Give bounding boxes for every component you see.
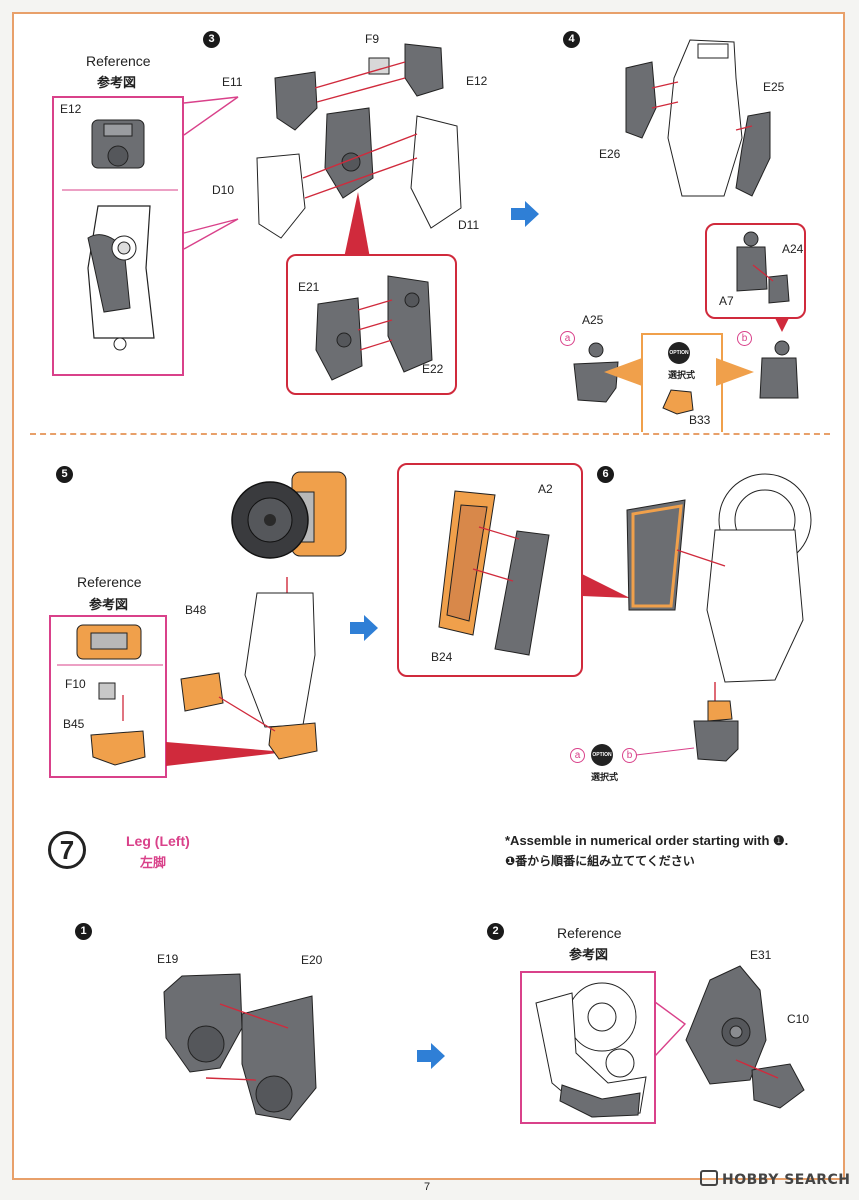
step-5-reference-pointer xyxy=(166,742,286,766)
page-number: 7 xyxy=(424,1181,431,1193)
step-4-hand-b-illustration xyxy=(759,340,799,399)
part-label-b33: B33 xyxy=(689,413,711,427)
part-label-e22: E22 xyxy=(422,362,444,376)
watermark-text: HOBBY SEARCH xyxy=(722,1172,851,1188)
part-label-a7: A7 xyxy=(719,294,734,308)
step-5-number: 5 xyxy=(56,466,73,483)
part-label-e25: E25 xyxy=(763,80,785,94)
part-label-e21: E21 xyxy=(298,280,320,294)
step-5-reference-box: F10 B45 xyxy=(49,615,167,778)
part-label-e11: E11 xyxy=(222,75,243,89)
step-4-assembly-illustration xyxy=(625,39,771,197)
leg-step-2-illustration xyxy=(685,965,805,1109)
step-3-detail-pointer xyxy=(344,192,370,258)
watermark: HOBBY SEARCH xyxy=(700,1170,850,1188)
part-label-d11: D11 xyxy=(458,218,480,232)
step-6-option-a-badge: a xyxy=(570,748,585,763)
part-label-d10: D10 xyxy=(212,183,235,197)
step-6-option-leader-line xyxy=(635,747,695,756)
leg-step-1-number: 1 xyxy=(75,923,92,940)
step-6-assembly-illustration xyxy=(626,473,812,702)
leg-step-2-reference-illustration xyxy=(535,982,647,1118)
part-label-e31: E31 xyxy=(750,948,772,962)
watermark-logo-icon xyxy=(700,1170,718,1186)
step-5-wheel-illustration xyxy=(231,471,347,559)
leg-step-1-to-2-arrow-icon xyxy=(417,1043,445,1069)
step-5-reference-illustration xyxy=(57,624,163,766)
assembly-order-note: *Assemble in numerical order starting wi… xyxy=(505,833,789,848)
step-5-body-illustration xyxy=(180,577,318,760)
step-6-option-badge-icon: OPTION xyxy=(591,744,613,766)
part-label-f9: F9 xyxy=(365,32,380,46)
part-b33-illustration xyxy=(662,389,694,415)
part-label-e12: E12 xyxy=(466,74,488,88)
step-3-assembly-illustration xyxy=(256,43,462,239)
leg-step-2-reference-title: Reference xyxy=(557,925,622,941)
step-4-detail-pointer xyxy=(775,318,789,332)
step-5-reference-title: Reference xyxy=(77,574,142,590)
part-label-b48: B48 xyxy=(185,603,207,617)
step-3-reference-subtitle: 参考図 xyxy=(97,76,137,91)
step-4-option-bracket xyxy=(641,333,723,432)
part-label-e20: E20 xyxy=(301,953,323,967)
part-label-a24: A24 xyxy=(782,242,804,256)
step-4-option-arrows xyxy=(604,358,754,386)
section-7-subtitle: 左脚 xyxy=(140,856,167,871)
step-3-detail-box: E21 E22 xyxy=(286,254,457,395)
step-6-hand-illustration xyxy=(693,700,739,762)
part-label-e26: E26 xyxy=(599,147,621,161)
step-6-detail-pointer xyxy=(582,574,630,598)
step-6-detail-box: A2 B24 xyxy=(397,463,583,677)
step-5-reference-subtitle: 参考図 xyxy=(89,598,129,613)
option-select-label: 選択式 xyxy=(668,371,696,381)
section-7-number: 7 xyxy=(48,831,86,869)
step-6-number: 6 xyxy=(597,466,614,483)
part-label-e12-ref: E12 xyxy=(60,102,82,116)
step-6-detail-illustration xyxy=(438,490,550,656)
step-3-reference-illustration xyxy=(62,119,178,351)
part-label-c10: C10 xyxy=(787,1012,810,1026)
option-b-badge: b xyxy=(737,331,752,346)
leg-step-2-number: 2 xyxy=(487,923,504,940)
step-5-to-6-arrow-icon xyxy=(350,615,378,641)
part-label-f10: F10 xyxy=(65,677,86,691)
step-6-option-select-label: 選択式 xyxy=(591,773,619,783)
section-divider xyxy=(30,433,830,435)
assembly-order-note-jp: ❶番から順番に組み立ててください xyxy=(505,854,695,868)
step-4-number: 4 xyxy=(563,31,580,48)
step-6-option-b-badge: b xyxy=(622,748,637,763)
leg-step-2-reference-subtitle: 参考図 xyxy=(569,948,609,963)
part-label-b45: B45 xyxy=(63,717,85,731)
part-label-a25: A25 xyxy=(582,313,604,327)
step-4-detail-box: A24 A7 xyxy=(705,223,806,319)
step-3-detail-illustration xyxy=(315,275,433,381)
section-7-title: Leg (Left) xyxy=(126,833,190,849)
step-4-detail-illustration xyxy=(736,231,790,304)
option-a-badge: a xyxy=(560,331,575,346)
part-label-e19: E19 xyxy=(157,952,179,966)
step-3-to-4-arrow-icon xyxy=(511,201,539,227)
part-label-b24: B24 xyxy=(431,650,453,664)
step-3-reference-title: Reference xyxy=(86,53,151,69)
leg-step-2-reference-box xyxy=(520,971,656,1124)
step-3-reference-callout xyxy=(183,96,239,250)
leg-step-2-reference-callout xyxy=(654,1001,687,1057)
step-3-number: 3 xyxy=(203,31,220,48)
part-label-a2: A2 xyxy=(538,482,553,496)
step-3-reference-box: E12 xyxy=(52,96,184,376)
leg-step-1-illustration xyxy=(163,973,317,1121)
option-badge-icon: OPTION xyxy=(668,342,690,364)
